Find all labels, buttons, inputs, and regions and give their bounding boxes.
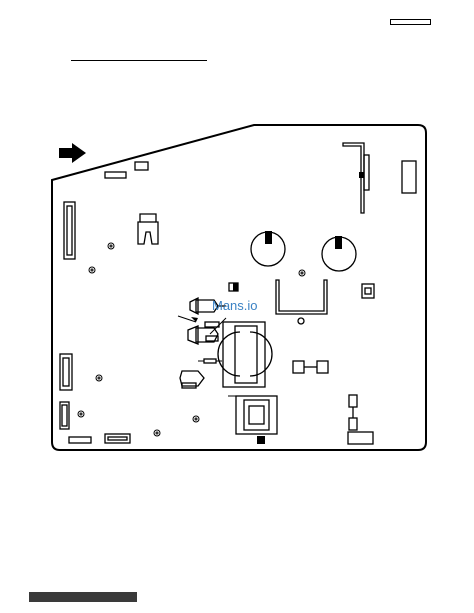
bracket-top-right: [342, 142, 370, 214]
switch-top: [137, 213, 159, 245]
connector-bottom-1: [68, 436, 92, 444]
fuse-holder: [292, 360, 329, 374]
board-outline: [51, 124, 427, 451]
connector-top-2: [134, 161, 149, 171]
connector-top-1: [104, 171, 127, 179]
connector-left-low: [59, 401, 70, 430]
watermark-text: Mans.io: [212, 298, 258, 313]
component-right-rect: [401, 160, 417, 194]
knob-icon-left: [250, 231, 286, 267]
connector-right-small: [361, 283, 375, 299]
transformer-lower-icon: [228, 395, 278, 444]
switch-middle-2: [187, 321, 220, 345]
u-bracket: [275, 279, 328, 315]
resistor-small: [203, 358, 217, 364]
page-number-box: [390, 19, 431, 25]
footer-bar: [29, 592, 137, 602]
title-underline: [71, 60, 207, 61]
switch-middle-1: [189, 296, 226, 316]
switch-lower: [179, 370, 205, 389]
transformer-icon: [217, 321, 273, 388]
direction-arrow-icon: [59, 143, 86, 163]
connector-left-mid: [59, 353, 73, 391]
connector-left-long: [63, 201, 76, 260]
screw-hole-icon: [77, 242, 306, 437]
connector-bottom-2: [104, 433, 131, 444]
knob-icon-right: [321, 236, 357, 272]
relay-component: [347, 394, 374, 445]
